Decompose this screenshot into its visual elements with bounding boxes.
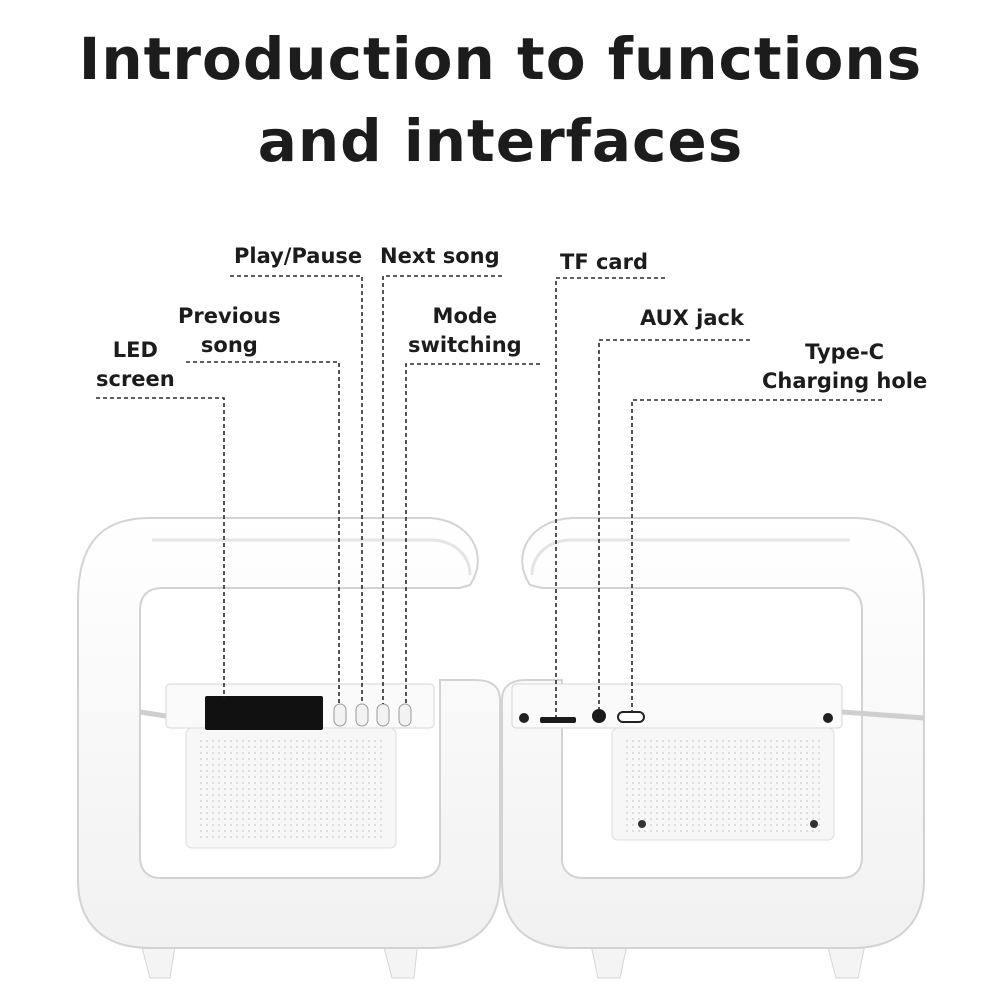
label-type-c-charging-hole: Type-C Charging hole bbox=[762, 340, 928, 393]
leader-led-screen bbox=[96, 397, 225, 698]
type-c-port bbox=[617, 711, 645, 723]
back-screw-left bbox=[638, 820, 646, 828]
device-front bbox=[77, 517, 501, 979]
back-speaker-grill bbox=[622, 738, 824, 832]
leader-type-c bbox=[631, 399, 882, 712]
next-song-button bbox=[376, 703, 390, 727]
leader-previous-song bbox=[186, 361, 340, 704]
previous-song-button bbox=[333, 703, 347, 727]
play-pause-button bbox=[355, 703, 369, 727]
led-screen bbox=[205, 696, 323, 730]
mode-switching-button bbox=[398, 703, 412, 727]
label-previous-song: Previous song bbox=[178, 304, 281, 357]
label-aux-jack: AUX jack bbox=[640, 306, 744, 330]
page-title-line-1: Introduction to functions bbox=[78, 25, 923, 93]
leader-aux-jack bbox=[598, 339, 750, 709]
leader-play-pause bbox=[230, 275, 363, 704]
front-g-frame bbox=[77, 517, 501, 949]
leader-tf-card bbox=[555, 277, 665, 717]
label-mode-switching: Mode switching bbox=[408, 304, 522, 357]
label-led-screen: LED screen bbox=[96, 338, 175, 391]
panel-screw-left bbox=[519, 713, 529, 723]
label-tf-card: TF card bbox=[560, 250, 648, 274]
page-title-line-2: and interfaces bbox=[257, 107, 744, 175]
front-cable bbox=[139, 709, 167, 719]
tf-card-slot bbox=[540, 717, 576, 723]
back-g-frame bbox=[501, 517, 925, 949]
leader-lines bbox=[96, 275, 882, 717]
back-screw-right bbox=[810, 820, 818, 828]
leader-mode-switching bbox=[405, 363, 540, 704]
device-back bbox=[501, 517, 925, 979]
leader-next-song bbox=[382, 275, 502, 704]
label-play-pause: Play/Pause bbox=[234, 244, 363, 268]
label-next-song: Next song bbox=[380, 244, 500, 268]
front-speaker-grill bbox=[196, 740, 386, 840]
back-cable bbox=[841, 709, 925, 721]
panel-screw-right bbox=[823, 713, 833, 723]
aux-jack-port bbox=[592, 709, 606, 723]
